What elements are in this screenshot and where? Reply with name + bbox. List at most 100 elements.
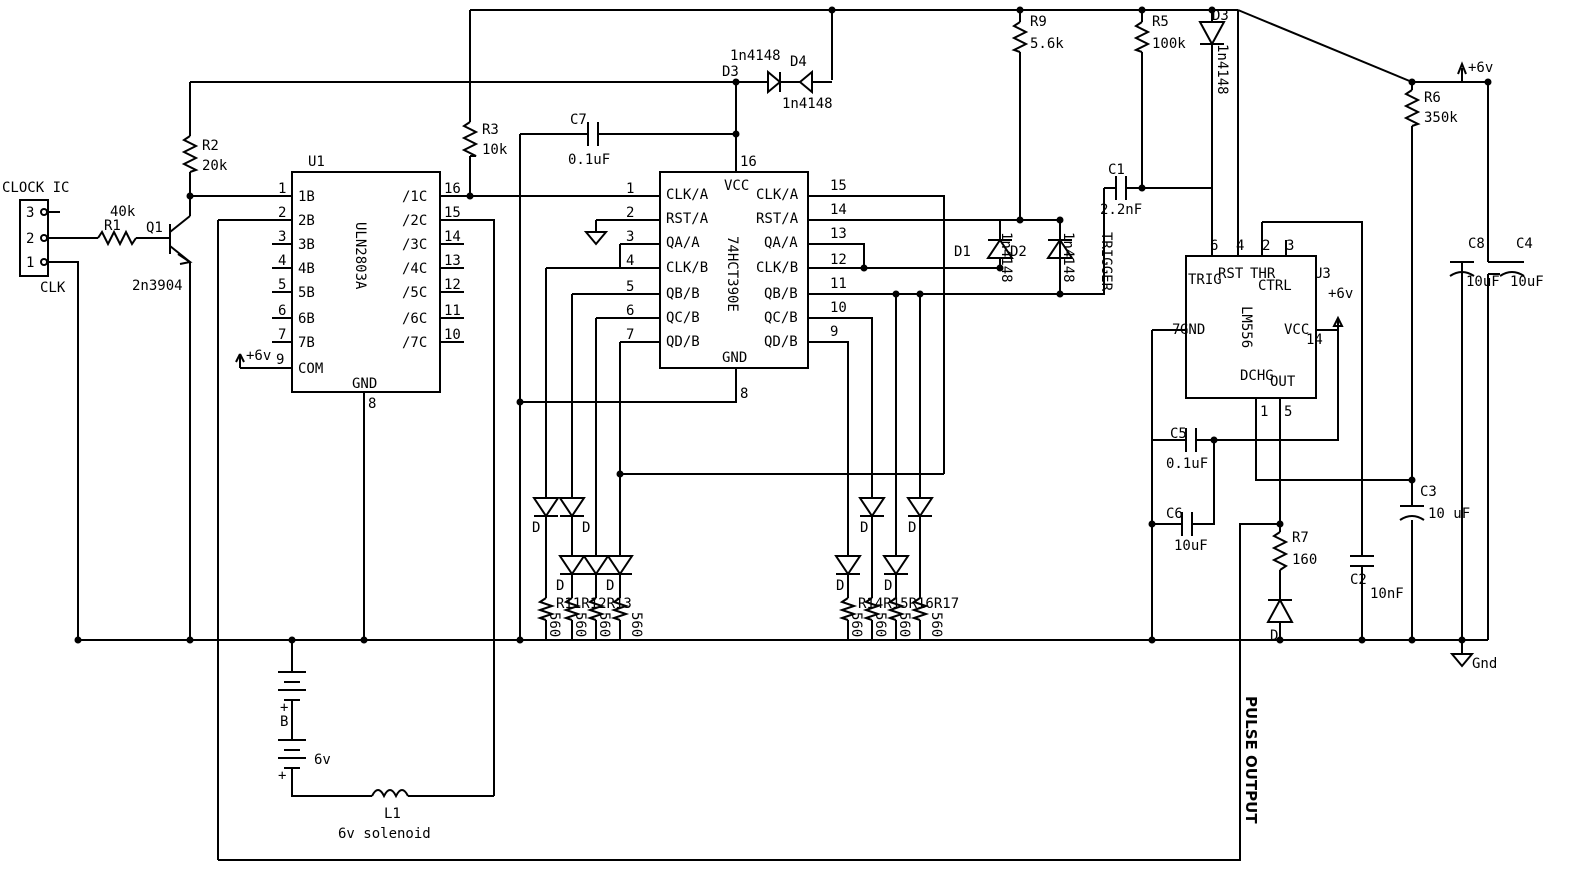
svg-text:12: 12	[444, 277, 461, 293]
capacitor-c7: C7 0.1uF	[568, 112, 610, 168]
svg-text:14: 14	[1306, 332, 1323, 348]
clock-connector: CLOCK IC 3 2 1 CLK	[2, 180, 69, 296]
svg-text:C1: C1	[1108, 162, 1125, 178]
svg-text:QA/A: QA/A	[666, 235, 700, 251]
resistor-r1: R1 40k	[97, 204, 137, 247]
svg-text:C5: C5	[1170, 426, 1187, 442]
resistor-r9: R9 5.6k	[1011, 14, 1064, 53]
svg-text:D: D	[556, 578, 564, 594]
svg-text:10k: 10k	[482, 142, 508, 158]
svg-text:3: 3	[1286, 238, 1294, 254]
vcc-symbol-top: +6v	[1457, 60, 1493, 82]
svg-text:5: 5	[278, 277, 286, 293]
svg-text:C8: C8	[1468, 236, 1485, 252]
svg-text:QD/B: QD/B	[666, 334, 700, 350]
svg-text:+6v: +6v	[1328, 286, 1353, 302]
svg-text:QB/B: QB/B	[764, 286, 798, 302]
svg-text:RST/A: RST/A	[666, 211, 709, 227]
svg-text:560: 560	[546, 612, 562, 637]
svg-text:C6: C6	[1166, 506, 1183, 522]
svg-text:CLK/A: CLK/A	[666, 187, 709, 203]
svg-text:5.6k: 5.6k	[1030, 36, 1064, 52]
svg-text:10nF: 10nF	[1370, 586, 1404, 602]
diode-d3-right: D3 1n4148	[1198, 8, 1230, 95]
svg-text:4: 4	[626, 253, 634, 269]
svg-text:R11R12R13: R11R12R13	[556, 596, 632, 612]
svg-text:6: 6	[1210, 238, 1218, 254]
svg-text:160: 160	[1292, 552, 1317, 568]
vcc-symbol-u3: +6v	[1328, 286, 1353, 327]
capacitor-c6: C6 10uF	[1166, 506, 1208, 554]
svg-text:9: 9	[830, 324, 838, 340]
svg-text:GND: GND	[352, 376, 377, 392]
svg-text:15: 15	[444, 205, 461, 221]
diode-d4: D4 1n4148	[782, 54, 833, 112]
svg-text:R14R15R16R17: R14R15R16R17	[858, 596, 959, 612]
svg-text:15: 15	[830, 178, 847, 194]
svg-text:D: D	[908, 520, 916, 536]
svg-text:/4C: /4C	[402, 261, 427, 277]
svg-text:/2C: /2C	[402, 213, 427, 229]
svg-text:+: +	[280, 700, 288, 716]
resistor-r2: R2 20k	[181, 135, 228, 174]
svg-text:6v solenoid: 6v solenoid	[338, 826, 431, 842]
svg-text:VCC: VCC	[724, 178, 749, 194]
wires	[48, 9, 1489, 861]
led-bank-right: D D D D R14R15R16R17 560 560 560 560	[834, 497, 959, 640]
svg-text:TRIG: TRIG	[1188, 272, 1222, 288]
clock-connector-title: CLOCK IC	[2, 180, 69, 196]
svg-text:R7: R7	[1292, 530, 1309, 546]
clock-pin-1: 1	[26, 255, 34, 271]
svg-text:4: 4	[1236, 238, 1244, 254]
svg-text:1n4148: 1n4148	[782, 96, 833, 112]
svg-text:5: 5	[1284, 404, 1292, 420]
svg-text:8: 8	[740, 386, 748, 402]
capacitor-c5: C5 0.1uF	[1166, 426, 1208, 472]
svg-text:QC/B: QC/B	[666, 310, 700, 326]
svg-text:1: 1	[278, 181, 286, 197]
svg-text:13: 13	[830, 226, 847, 242]
svg-text:7B: 7B	[298, 335, 315, 351]
svg-text:4: 4	[278, 253, 286, 269]
svg-text:560: 560	[572, 612, 588, 637]
svg-text:/5C: /5C	[402, 285, 427, 301]
resistor-r3: R3 10k	[461, 121, 508, 158]
svg-text:2: 2	[278, 205, 286, 221]
transistor-q1: Q1 2n3904	[132, 220, 193, 294]
clock-connector-label: CLK	[40, 280, 66, 296]
capacitor-c3: C3 10 uF	[1399, 484, 1470, 522]
svg-text:14: 14	[830, 202, 847, 218]
ic-u1-uln2803a: U1 ULN2803A GND 8 1 2 3 4 5 6 7 9 1B 2B …	[276, 154, 461, 412]
vcc-symbol-u1: +6v	[235, 348, 271, 364]
svg-text:R1: R1	[104, 218, 121, 234]
svg-text:9: 9	[276, 352, 284, 368]
svg-text:QB/B: QB/B	[666, 286, 700, 302]
svg-text:D: D	[582, 520, 590, 536]
diode-d3-left: 1n4148 D3	[722, 48, 782, 95]
svg-text:Q1: Q1	[146, 220, 163, 236]
svg-text:/1C: /1C	[402, 189, 427, 205]
svg-text:20k: 20k	[202, 158, 228, 174]
svg-text:D3: D3	[1212, 8, 1229, 24]
svg-text:D: D	[884, 578, 892, 594]
svg-text:3B: 3B	[298, 237, 315, 253]
svg-text:11: 11	[830, 276, 847, 292]
diode-d1: D1	[954, 238, 1014, 260]
svg-text:+6v: +6v	[1468, 60, 1493, 76]
svg-text:D4: D4	[790, 54, 807, 70]
svg-text:560: 560	[628, 612, 644, 637]
svg-text:2B: 2B	[298, 213, 315, 229]
svg-text:D: D	[1270, 628, 1278, 644]
svg-text:RST/A: RST/A	[756, 211, 799, 227]
svg-text:D: D	[532, 520, 540, 536]
u2-part: 74HCT390E	[724, 236, 740, 312]
u1-ref: U1	[308, 154, 325, 170]
svg-text:THR: THR	[1250, 266, 1276, 282]
svg-text:16: 16	[740, 154, 757, 170]
svg-text:1: 1	[626, 181, 634, 197]
svg-text:10uF: 10uF	[1174, 538, 1208, 554]
svg-text:0.1uF: 0.1uF	[1166, 456, 1208, 472]
svg-text:16: 16	[444, 181, 461, 197]
output-led: D	[1266, 597, 1294, 644]
svg-text:2: 2	[1262, 238, 1270, 254]
